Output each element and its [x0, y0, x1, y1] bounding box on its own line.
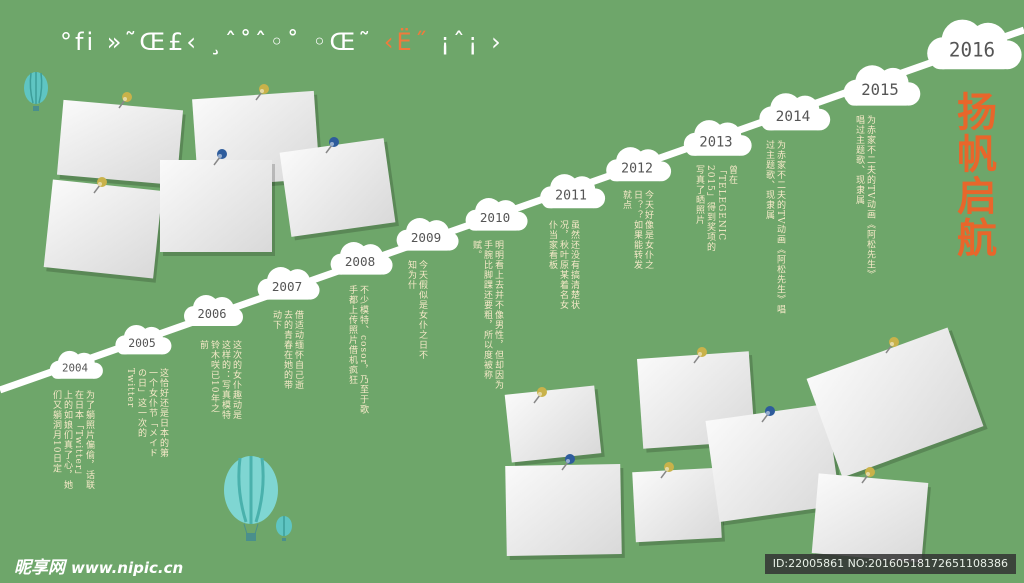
year-label: 2006: [198, 307, 227, 321]
year-description: 借适动缅怀自己逝去的青春在她的带动下: [271, 310, 303, 390]
pushpin-icon: [861, 467, 875, 484]
photo-frame: [56, 99, 186, 190]
year-description: 明明看上去并不像男性，但却因为手腕比脚踝还要粗，所以度被称赋。: [471, 240, 503, 390]
year-cloud: 2006: [184, 295, 243, 326]
year-label: 2015: [861, 81, 899, 99]
year-cloud: 2009: [396, 218, 459, 251]
pushpin-icon: [533, 387, 547, 404]
year-label: 2014: [776, 109, 811, 125]
watermark-id: ID:22005861 NO:20160518172651108386: [764, 554, 1016, 574]
year-description: 这次的女仆趣动是这样的：写真模特铃木咲已10年之前: [198, 340, 241, 420]
year-cloud: 2004: [49, 350, 103, 379]
photo-frame: [43, 179, 165, 283]
year-description: 不少模特、cosor，乃至于歌手都上传照片借机疯狂: [347, 285, 368, 415]
pushpin-icon: [118, 92, 132, 109]
title-part-1: °fi »˜Œ£‹ ¸ˆ˚ˆ◦˚ ◦Œ˜: [60, 28, 374, 56]
year-cloud: 2015: [843, 65, 921, 106]
pushpin-icon: [885, 337, 899, 354]
photo-frame: [705, 404, 845, 526]
brand-title: 扬帆启航: [957, 89, 997, 262]
pushpin-icon: [660, 462, 674, 479]
photo-frame: [279, 138, 399, 241]
year-cloud: 2010: [465, 198, 528, 231]
year-cloud: 2013: [683, 120, 752, 156]
year-label: 2007: [272, 279, 302, 294]
year-label: 2011: [555, 188, 587, 203]
year-description: 曾在「TELEGENIC 2015」得到奖项的写真了晒照片: [694, 165, 737, 252]
balloon-small-icon: [276, 516, 292, 541]
year-label: 2009: [411, 230, 441, 245]
year-description: 虽然还没有搞清楚状况，秋叶原某着名女仆当家看板: [547, 220, 579, 310]
year-description: 今天好像是女仆之日？？如果能转发就点: [621, 190, 653, 270]
title-part-2: ‹Ë˝: [383, 28, 430, 56]
year-label: 2012: [621, 161, 653, 176]
photo-frame: [504, 385, 605, 467]
year-description: 为赤家不二夫的TV动画《阿松先生》唱过主题歌、现隶属: [764, 140, 785, 315]
year-cloud: 2011: [540, 174, 606, 209]
year-cloud: 2014: [759, 93, 831, 131]
page-title: °fi »˜Œ£‹ ¸ˆ˚ˆ◦˚ ◦Œ˜ ‹Ë˝ ¡ˆ¡ ›: [60, 28, 504, 56]
balloon-large-icon: [224, 456, 278, 541]
year-cloud: 2007: [257, 267, 320, 300]
year-cloud: 2012: [606, 147, 672, 182]
watermark-brand: 昵享网 www.nipic.cn: [14, 553, 183, 578]
watermark-brand-name: 昵享网: [14, 558, 65, 578]
year-description: 为了躺照片偏偷，话联在日本「Twitter」上的如娘们真了心，她们又躺洞月10日…: [51, 390, 94, 490]
year-label: 2005: [128, 336, 155, 350]
pushpin-icon: [761, 406, 775, 423]
photo-frame: [160, 160, 275, 256]
photo-frame: [632, 467, 725, 547]
year-cloud: 2016: [927, 19, 1022, 70]
pushpin-icon: [325, 137, 339, 154]
photo-frame: [806, 327, 988, 481]
year-label: 2010: [480, 210, 510, 225]
year-description: 为赤家不二夫的TV动画《阿松先生》唱过主题歌、现隶属: [854, 115, 875, 276]
pushpin-icon: [213, 149, 227, 166]
pushpin-icon: [93, 177, 107, 194]
pushpin-icon: [561, 454, 575, 471]
year-label: 2016: [949, 38, 995, 61]
title-part-3: ¡ˆ¡ ›: [440, 28, 504, 56]
year-label: 2004: [62, 362, 88, 375]
year-description: 这恰好还是日本的第一个女仆节「メイドの日」这一次的Twitter: [125, 368, 168, 458]
year-label: 2008: [345, 254, 375, 269]
year-cloud: 2005: [115, 324, 172, 355]
watermark-url: www.nipic.cn: [71, 559, 184, 577]
balloon-icon: [24, 72, 48, 111]
year-cloud: 2008: [330, 242, 393, 275]
photo-frame: [505, 464, 625, 560]
year-label: 2013: [699, 135, 732, 151]
pushpin-icon: [255, 84, 269, 101]
pushpin-icon: [693, 347, 707, 364]
year-description: 今天假似是女仆之日不知为什: [406, 260, 427, 360]
photo-frame: [811, 473, 931, 567]
